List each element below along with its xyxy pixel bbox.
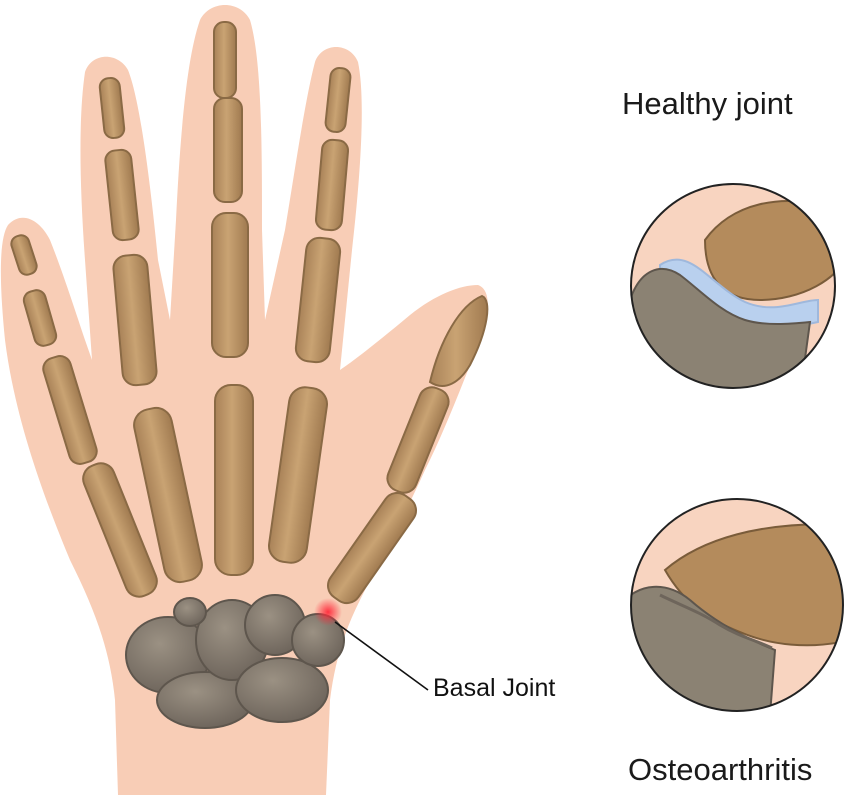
ring-middle-phalanx bbox=[104, 148, 140, 242]
basal-joint-inflammation bbox=[314, 598, 342, 626]
osteoarthritis-circle bbox=[630, 498, 844, 712]
healthy-joint-label: Healthy joint bbox=[622, 86, 793, 121]
little-middle-phalanx bbox=[22, 289, 58, 347]
ring-metacarpal bbox=[133, 406, 203, 584]
carpal-bones bbox=[125, 594, 345, 729]
thumb-distal-phalanx bbox=[428, 294, 489, 387]
middle-distal-phalanx bbox=[213, 21, 237, 99]
ring-proximal-phalanx bbox=[112, 253, 158, 387]
basal-joint-label: Basal Joint bbox=[433, 674, 556, 702]
index-metacarpal bbox=[268, 386, 328, 564]
middle-metacarpal bbox=[214, 384, 254, 576]
little-metacarpal bbox=[82, 462, 158, 598]
index-proximal-phalanx bbox=[294, 236, 342, 364]
finger-bones bbox=[10, 21, 489, 605]
little-proximal-phalanx bbox=[42, 355, 98, 465]
osteoarthritis-label: Osteoarthritis bbox=[628, 752, 813, 787]
basal-joint-leader-line bbox=[334, 621, 429, 691]
healthy-joint-circle bbox=[630, 183, 836, 389]
carpal-7 bbox=[173, 597, 207, 627]
ring-distal-phalanx bbox=[98, 77, 126, 139]
carpal-5 bbox=[235, 657, 329, 723]
oa-eroded-surface bbox=[659, 593, 773, 650]
middle-proximal-phalanx bbox=[211, 212, 249, 358]
thumb-proximal-phalanx bbox=[386, 386, 450, 494]
little-distal-phalanx bbox=[10, 234, 38, 276]
index-distal-phalanx bbox=[324, 67, 352, 133]
thumb-metacarpal bbox=[327, 491, 417, 605]
index-middle-phalanx bbox=[314, 138, 350, 232]
healthy-lower-bone bbox=[631, 268, 812, 388]
middle-middle-phalanx bbox=[213, 97, 243, 203]
